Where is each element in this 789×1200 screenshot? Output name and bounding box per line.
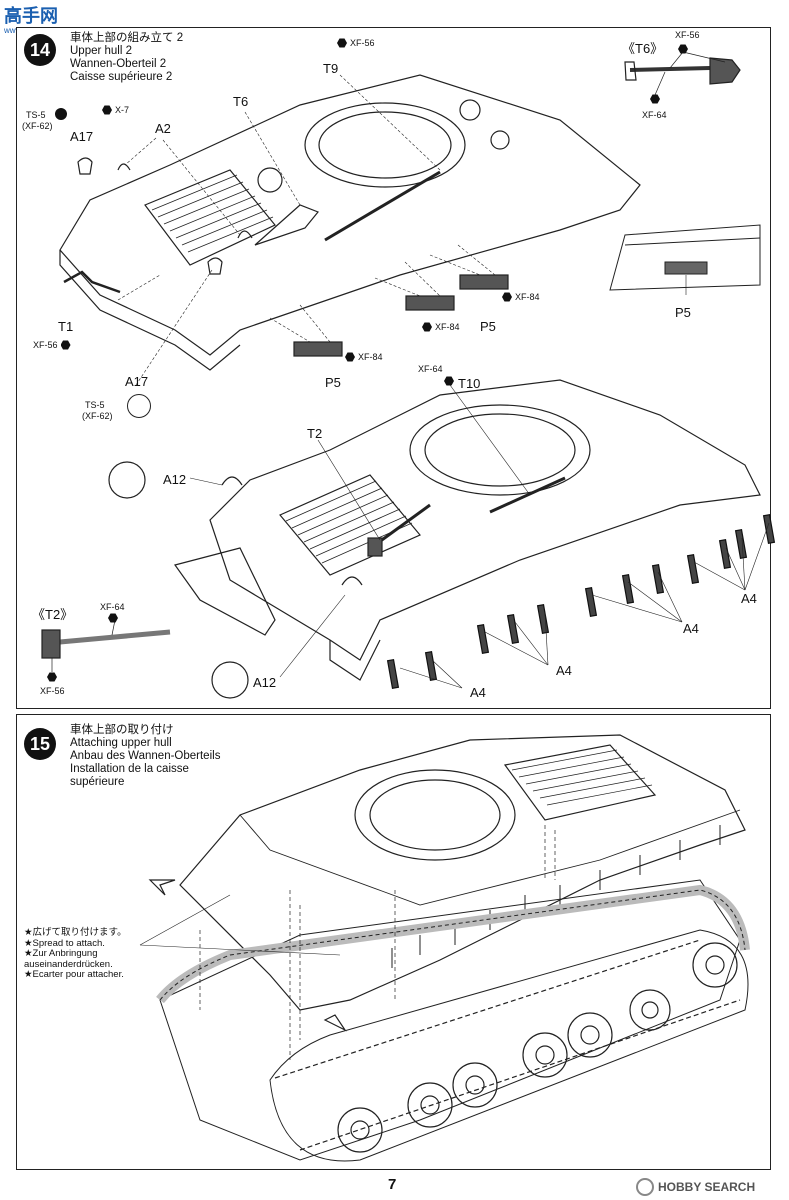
label-a4-4: A4 — [470, 685, 486, 700]
paint-xf84-b: XF-84 — [422, 322, 460, 332]
step-15-note: ★広げて取り付けます。 ★Spread to attach. ★Zur Anbr… — [24, 927, 127, 981]
label-a4-1: A4 — [741, 591, 757, 606]
paint-hex-icon — [60, 340, 71, 350]
step-14-title-en: Upper hull 2 — [70, 45, 133, 57]
step-15-title-jp: 車体上部の取り付け — [70, 724, 174, 736]
paint-xf62-b: (XF-62) — [82, 411, 113, 421]
paint-code: XF-84 — [435, 322, 460, 332]
paint-xf64-t6: XF-64 — [642, 110, 667, 120]
paint-xf84-a: XF-84 — [345, 352, 383, 362]
paint-xf84-c: XF-84 — [502, 292, 540, 302]
paint-code: XF-56 — [350, 38, 375, 48]
label-t10: T10 — [458, 376, 481, 391]
paint-xf56-t2: XF-56 — [40, 686, 65, 696]
paint-xf56-t6: XF-56 — [675, 30, 700, 40]
paint-hex-icon — [502, 292, 512, 302]
step-15-title-fr2: supérieure — [70, 776, 125, 788]
paint-ts5-a: TS-5 — [26, 110, 46, 120]
label-a2: A2 — [155, 121, 171, 136]
step-15-title-en: Attaching upper hull — [70, 737, 172, 749]
label-p5-right: P5 — [480, 319, 496, 334]
paint-hex-icon-t6b — [650, 94, 660, 104]
paint-xf64-t10: XF-64 — [418, 364, 443, 374]
step-15-panel — [16, 714, 771, 1170]
step-14-title-fr: Caisse supérieure 2 — [70, 71, 173, 83]
paint-xf64-t2: XF-64 — [100, 602, 125, 612]
label-t9: T9 — [323, 61, 339, 76]
step-14-number: 14 — [24, 34, 56, 66]
label-t2-inset: 《T2》 — [32, 607, 74, 622]
label-p5-left: P5 — [325, 375, 341, 390]
paint-code: X-7 — [115, 105, 130, 115]
step-15-number: 15 — [24, 728, 56, 760]
note-de2: auseinanderdrücken. — [24, 958, 113, 970]
page-number: 7 — [388, 1176, 397, 1193]
label-p5-inset: P5 — [675, 305, 691, 320]
paint-hex-icon-t6a — [678, 44, 688, 54]
paint-ts5-b: TS-5 — [85, 400, 105, 410]
hobby-search-logo-icon — [636, 1178, 654, 1196]
label-t6: T6 — [233, 94, 249, 109]
note-jp: ★広げて取り付けます。 — [24, 927, 127, 938]
paint-hex-icon — [337, 38, 347, 48]
hobby-search-text: HOBBY SEARCH — [658, 1180, 756, 1194]
watermark-logo-text: 高手网 — [4, 6, 58, 26]
paint-xf56-t9: XF-56 — [337, 38, 375, 48]
label-t1: T1 — [58, 319, 74, 334]
step-14-title-jp: 車体上部の組み立て 2 — [70, 32, 184, 44]
label-a12-top: A12 — [163, 472, 187, 487]
label-a17-top: A17 — [70, 129, 94, 144]
paint-code: XF-84 — [515, 292, 540, 302]
paint-hex-icon — [102, 105, 112, 115]
paint-code: XF-56 — [33, 340, 58, 350]
note-fr: ★Ecarter pour attacher. — [24, 969, 124, 980]
paint-code: XF-64 — [418, 364, 443, 374]
paint-swatch-ts5-a — [55, 108, 67, 120]
paint-x7: X-7 — [102, 105, 129, 115]
note-en: ★Spread to attach. — [24, 937, 105, 949]
paint-hex-icon — [422, 322, 432, 332]
step-14-title: 車体上部の組み立て 2 Upper hull 2 Wannen-Oberteil… — [70, 32, 183, 84]
paint-code: XF-56 — [675, 30, 700, 40]
paint-xf62-a: (XF-62) — [22, 121, 53, 131]
paint-hex-icon — [345, 352, 355, 362]
label-a12-bottom: A12 — [253, 675, 277, 690]
note-de1: ★Zur Anbringung — [24, 948, 98, 959]
watermark-hobby-search: HOBBY SEARCH — [636, 1178, 755, 1196]
label-a4-3: A4 — [556, 663, 572, 678]
label-a4-2: A4 — [683, 621, 699, 636]
paint-hex-icon-t10 — [444, 376, 454, 386]
step-14-title-de: Wannen-Oberteil 2 — [70, 58, 167, 70]
label-t2: T2 — [307, 426, 323, 441]
paint-code: XF-84 — [358, 352, 383, 362]
label-t6-inset: 《T6》 — [622, 41, 664, 56]
step-15-title: 車体上部の取り付け Attaching upper hull Anbau des… — [70, 724, 220, 789]
step-14-panel — [16, 27, 771, 709]
label-a17-bottom: A17 — [125, 374, 149, 389]
step-15-title-de: Anbau des Wannen-Oberteils — [70, 750, 221, 762]
step-15-title-fr1: Installation de la caisse — [70, 763, 189, 775]
a17-detail-circle — [127, 394, 151, 418]
paint-hex-icon-t2a — [108, 613, 118, 623]
paint-xf56-t1: XF-56 — [33, 340, 71, 350]
paint-hex-icon-t2b — [47, 672, 57, 682]
